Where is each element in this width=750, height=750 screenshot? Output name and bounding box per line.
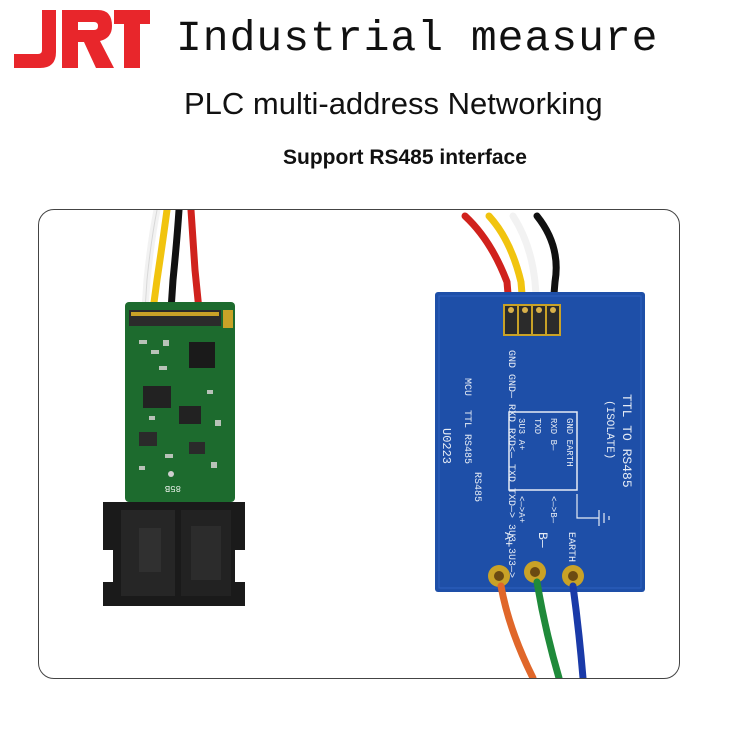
board-col-txd: TXD (532, 418, 542, 434)
board-arrow-b: <—>B— (548, 496, 558, 524)
board-arrow-a: <—>A+ (516, 496, 526, 523)
board-title-note: (ISOLATE) (603, 400, 615, 459)
board-ttl-label: TTL RS485 (461, 410, 472, 464)
jrt-logo (14, 10, 150, 68)
terminal-pads (488, 561, 584, 587)
laser-module: 85B (103, 302, 245, 606)
terminal-a-label: A+ (501, 532, 516, 548)
headline-tagline: Support RS485 interface (283, 146, 527, 169)
terminal-b-label: B— (535, 532, 550, 548)
module-wires (141, 210, 203, 314)
board-wires (461, 212, 560, 310)
board-header-pins-label: GND GND— RXD RXD<— TXD TXD—> 3U3 3U3—> (505, 350, 516, 578)
terminal-earth-label: EARTH (565, 532, 576, 562)
module-label: 85B (164, 483, 181, 493)
headline-subtitle: PLC multi-address Networking (184, 86, 603, 121)
header-pins (503, 304, 561, 336)
isolation-box (508, 411, 578, 491)
rs485-wires (497, 578, 587, 678)
headline-title: Industrial measure (176, 14, 659, 63)
product-photo: 85B (103, 210, 645, 678)
board-rs485-label: RS485 (471, 472, 482, 502)
board-col-3u3: 3U3 A+ (516, 418, 526, 450)
board-model: U0223 (439, 428, 453, 464)
product-photo-frame: 85B (38, 209, 680, 679)
board-col-rxd: RXD B— (548, 418, 558, 451)
board-mcu-label: MCU (461, 378, 472, 396)
board-col-gnd: GND EARTH (564, 418, 574, 467)
ttl-rs485-board: GND GND— RXD RXD<— TXD TXD—> 3U3 3U3—> T… (435, 292, 645, 592)
board-title: TTL TO RS485 (619, 394, 634, 488)
